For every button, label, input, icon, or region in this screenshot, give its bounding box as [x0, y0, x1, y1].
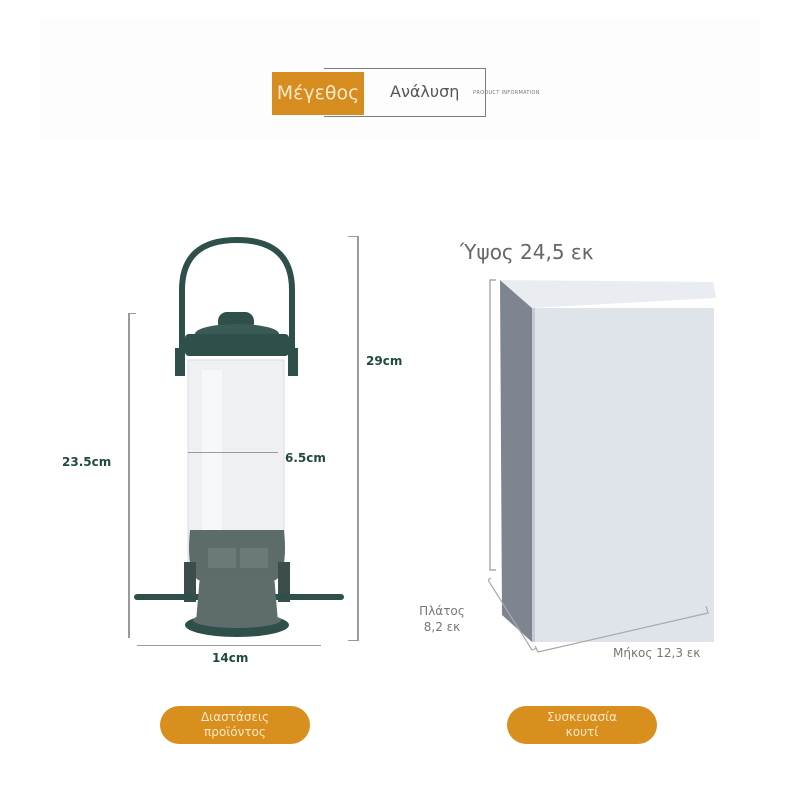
tick	[348, 640, 358, 641]
packaging-box-button[interactable]: Συσκευασία κουτί	[507, 706, 657, 744]
tick	[128, 313, 136, 314]
label-tube-height: 23.5cm	[62, 455, 112, 469]
box-width-label: Πλάτος 8,2 εκ	[412, 603, 472, 635]
pill-line-1: Διαστάσεις	[200, 710, 270, 724]
product-dimensions-button[interactable]: Διαστάσεις προϊόντος	[160, 706, 310, 744]
tick	[348, 236, 358, 237]
height-line-23-5	[128, 313, 130, 638]
title-outline	[324, 68, 486, 117]
header-band	[40, 18, 760, 140]
packaging-box-image	[488, 279, 716, 653]
pill-line-2: κουτί	[565, 725, 599, 739]
label-total-height: 29cm	[366, 354, 403, 368]
height-line-29	[357, 236, 359, 641]
box-length-label: Μήκος 12,3 εκ	[613, 646, 701, 660]
pill-line-2: προϊόντος	[204, 725, 266, 739]
title-highlight: Μέγεθος	[272, 72, 364, 115]
title-tag: PRODUCT INFORMATION	[473, 90, 540, 96]
diameter-line	[188, 452, 278, 453]
box-width-title: Πλάτος	[419, 604, 465, 618]
box-width-value: 8,2 εκ	[423, 620, 461, 634]
box-height-label: Ύψος 24,5 εκ	[460, 240, 594, 264]
bird-feeder-image	[134, 236, 344, 637]
width-line-14	[137, 645, 321, 646]
label-tube-diameter: 6.5cm	[285, 451, 326, 465]
pill-line-1: Συσκευασία	[546, 710, 618, 724]
title-rest: Ανάλυση	[390, 82, 460, 101]
label-base-width: 14cm	[212, 651, 249, 665]
